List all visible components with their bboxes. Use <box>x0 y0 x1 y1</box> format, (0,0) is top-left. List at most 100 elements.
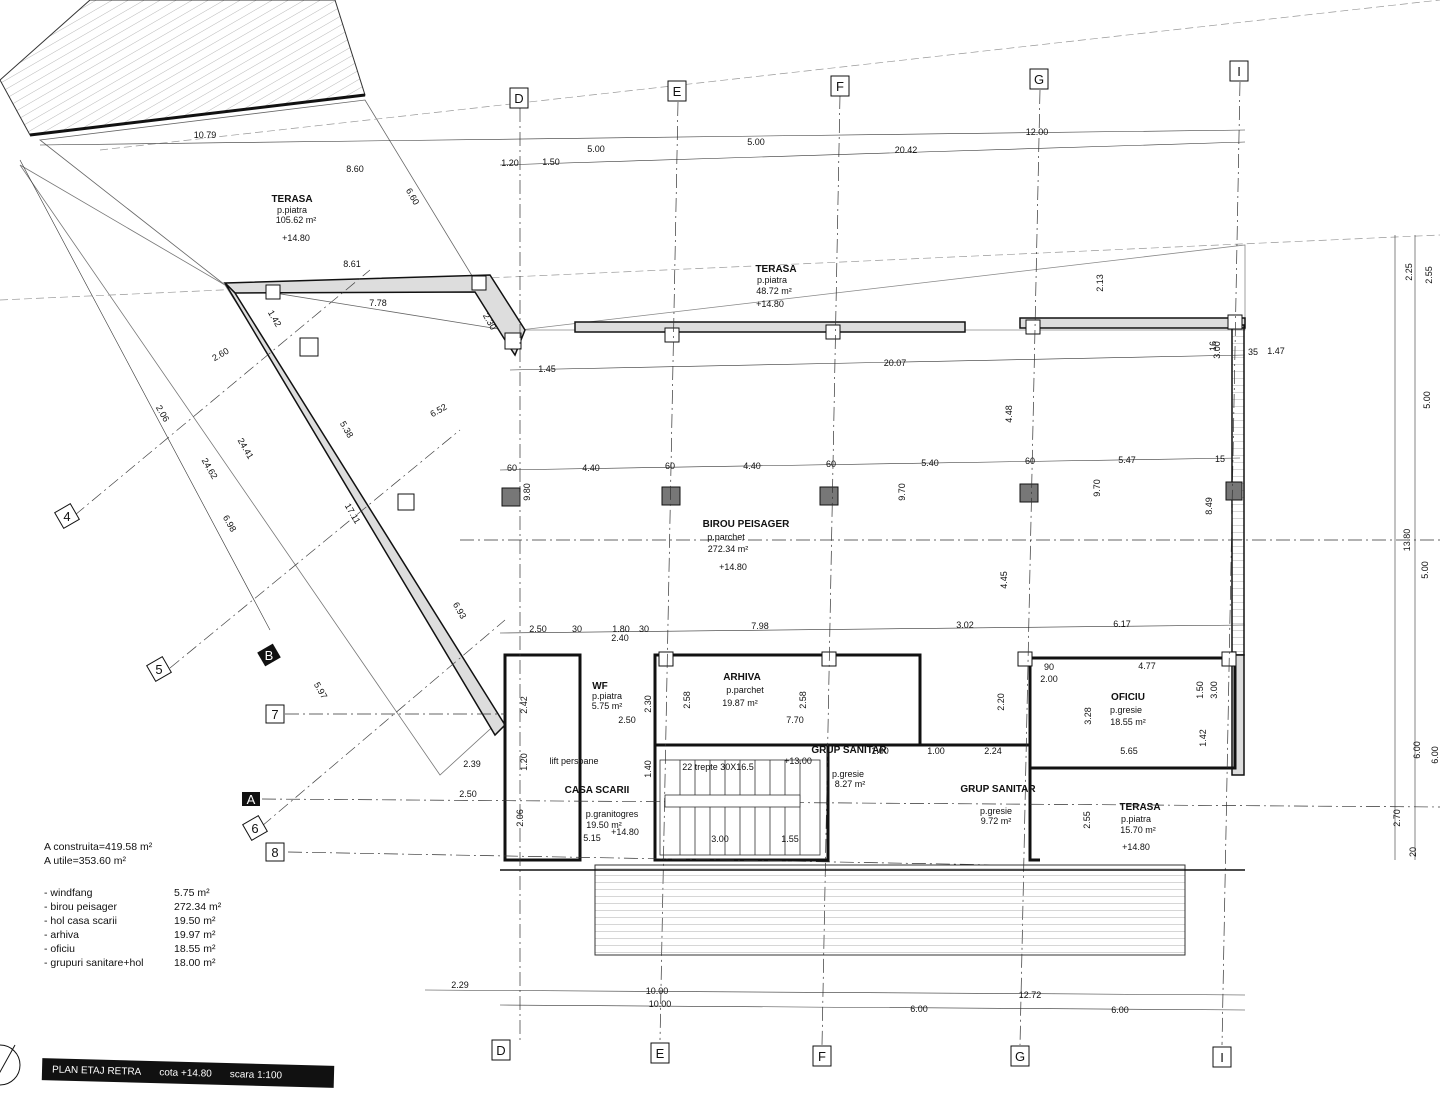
dim-inner-1: 20.07 <box>884 358 907 368</box>
dim-bottom-3: 12.72 <box>1019 990 1042 1000</box>
room-terasa-1-floor: p.piatra <box>277 205 307 215</box>
room-terasa-3-name: TERASA <box>1119 802 1160 813</box>
room-birou-floor: p.parchet <box>707 532 745 542</box>
dim-top-7: 12.00 <box>1026 127 1049 137</box>
stair-level-label: +13.00 <box>784 756 812 766</box>
dim-diag-9: 6.98 <box>221 513 238 533</box>
dim-inner-14: 4.48 <box>1004 405 1014 423</box>
room-birou-name: BIROU PEISAGER <box>703 519 790 530</box>
north-arrow <box>0 1044 21 1086</box>
room-terasa-2-level: +14.80 <box>756 299 784 309</box>
dim-diag-8: 5.97 <box>312 680 329 700</box>
dim-lower-2: 1.80 <box>612 624 630 634</box>
dim-inner-5: 4.40 <box>743 461 761 471</box>
dim-right-7: 2.70 <box>1392 809 1402 827</box>
room-birou-level: +14.80 <box>719 562 747 572</box>
dim-inner-15: 4.45 <box>999 571 1009 589</box>
dim-lower-27: 3.00 <box>711 834 729 844</box>
dim-diag-10: 1.42 <box>266 308 283 328</box>
summary-item-area: 19.97 m² <box>174 929 216 941</box>
room-grup-2-name: GRUP SANITAR <box>960 784 1036 795</box>
dim-bottom-0: 2.29 <box>451 980 469 990</box>
room-wf-floor: p.piatra <box>592 691 622 701</box>
dim-inner-4: 60 <box>665 461 675 471</box>
dim-diag-3: 24.62 <box>200 456 220 481</box>
room-wf-name: WF <box>592 681 608 692</box>
axis-i-top: I <box>1237 64 1241 79</box>
dim-lower-13: 2.58 <box>798 691 808 709</box>
axis-e-top: E <box>673 84 682 99</box>
dim-inner-17: 2.13 <box>1095 274 1105 292</box>
dim-inner-6: 60 <box>826 459 836 469</box>
dim-lower-18: 1.50 <box>1195 681 1205 699</box>
room-arhiva-name: ARHIVA <box>723 672 761 683</box>
dim-bottom-1: 10.00 <box>646 986 669 996</box>
dim-inner-16: 8.49 <box>1204 497 1214 515</box>
section-a: A <box>247 792 256 807</box>
room-arhiva-floor: p.parchet <box>726 685 764 695</box>
section-b: B <box>265 648 274 663</box>
axis-d-bottom: D <box>496 1043 505 1058</box>
dim-lower-31: 2.42 <box>519 696 529 714</box>
dim-lower-8: 4.77 <box>1138 661 1156 671</box>
stairs-label: 22 trepte 30X16.5 <box>682 762 754 772</box>
structural-columns <box>265 275 1243 667</box>
dim-right-0: 2.25 <box>1404 263 1414 281</box>
dim-inner-11: 9.80 <box>522 483 532 501</box>
dim-top-8: 6.60 <box>404 186 421 206</box>
summary-item-area: 272.34 m² <box>174 901 222 913</box>
dim-lower-14: 7.70 <box>786 715 804 725</box>
room-casa-scarii-name: CASA SCARII <box>565 785 630 796</box>
dim-bottom-2: 10.00 <box>649 999 672 1009</box>
dim-lower-6: 3.02 <box>956 620 974 630</box>
summary-item-area: 18.55 m² <box>174 943 216 955</box>
axis-i-bottom: I <box>1220 1050 1224 1065</box>
axis-7: 7 <box>271 707 278 722</box>
dim-right-1: 2.55 <box>1424 266 1434 284</box>
dim-lower-30: 2.50 <box>459 789 477 799</box>
dim-inner-3: 4.40 <box>582 463 600 473</box>
summary-item-name: - hol casa scarii <box>44 915 117 927</box>
axis-g-top: G <box>1034 72 1044 87</box>
room-grup-1-name: GRUP SANITAR <box>811 745 887 756</box>
dim-lower-33: 2.06 <box>515 809 525 827</box>
dim-lower-3: 30 <box>639 624 649 634</box>
dim-top-6: 20.42 <box>895 145 918 155</box>
dim-lower-28: 1.55 <box>781 834 799 844</box>
axis-labels: D E F G I D E F G I 4 5 6 7 8 A B <box>63 64 1240 1065</box>
section-mark-b-bg <box>257 643 281 667</box>
room-terasa-3-area: 15.70 m² <box>1120 825 1156 835</box>
dim-lower-10: 90 <box>1044 662 1054 672</box>
dim-right-2: 5.00 <box>1422 391 1432 409</box>
summary-item-name: - windfang <box>44 887 93 899</box>
dim-top-4: 5.00 <box>587 144 605 154</box>
dim-bottom-4: 6.00 <box>910 1004 928 1014</box>
diagonal-axis-lines <box>74 269 506 827</box>
dim-diag-4: 6.52 <box>428 402 448 419</box>
dim-right-8: 20 <box>1408 847 1418 857</box>
dim-right-5: 6.00 <box>1412 741 1422 759</box>
axis-6: 6 <box>251 821 258 836</box>
room-casa-scarii-floor: p.granitogres <box>586 809 639 819</box>
dim-lower-7: 6.17 <box>1113 619 1131 629</box>
area-utile: A utile=353.60 m² <box>44 855 127 867</box>
dim-inner-13: 9.70 <box>1092 479 1102 497</box>
dim-lower-16: 1.00 <box>927 746 945 756</box>
room-oficiu-area: 18.55 m² <box>1110 717 1146 727</box>
room-terasa-1-area: 105.62 m² <box>276 215 317 225</box>
room-terasa-3-level: +14.80 <box>1122 842 1150 852</box>
axis-g-bottom: G <box>1015 1049 1025 1064</box>
dim-bottom-5: 6.00 <box>1111 1005 1129 1015</box>
dim-right-4: 5.00 <box>1420 561 1430 579</box>
dim-lower-15: 2.50 <box>618 715 636 725</box>
dim-lower-26: 1.40 <box>643 760 653 778</box>
grid-axis-lines <box>261 81 1440 1046</box>
dim-top-0: 10.79 <box>194 130 217 140</box>
dim-lower-32: 1.20 <box>519 753 529 771</box>
exterior-walls <box>223 274 1246 776</box>
